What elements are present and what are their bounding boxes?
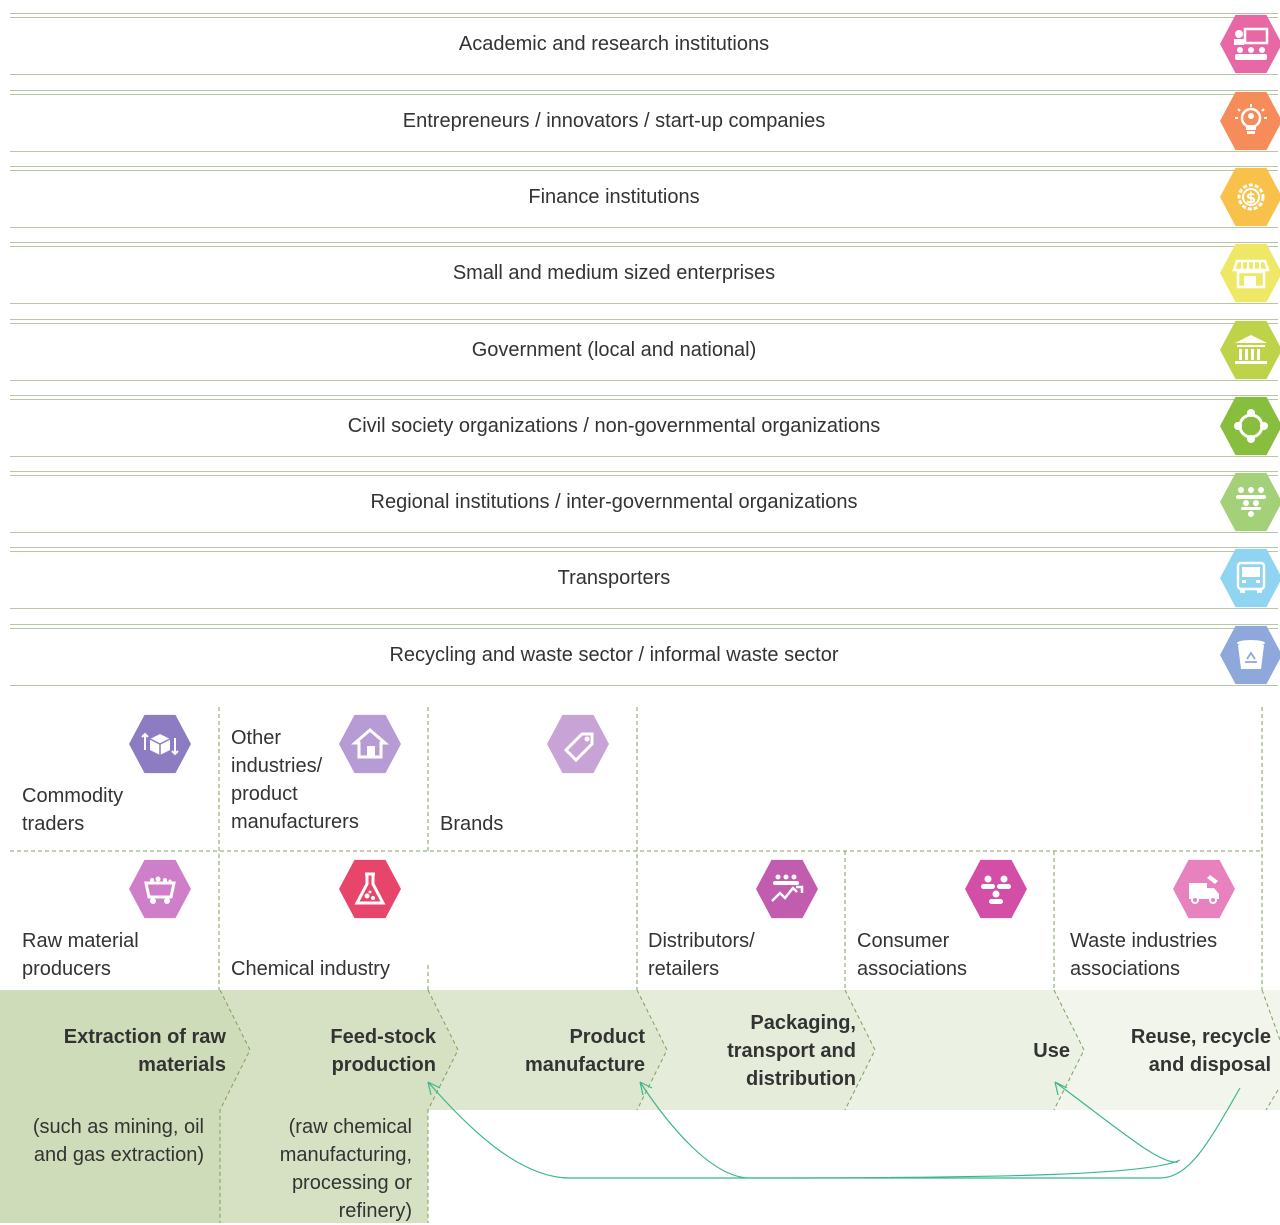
actor-chemical-industry: Chemical industry <box>231 958 390 980</box>
stakeholder-label: Transporters <box>557 566 671 589</box>
stakeholder-label: Small and medium sized enterprises <box>452 261 776 284</box>
stage-extraction-bg <box>0 990 250 1223</box>
stage-feedstock-sub: (raw chemical manufacturing, processing … <box>279 1116 412 1222</box>
stage-use-label: Use <box>1033 1040 1070 1062</box>
stage-use-bg <box>845 990 1084 1110</box>
stakeholder-label: Entrepreneurs / innovators / start-up co… <box>402 109 826 132</box>
return-arrow-to-manufacture <box>639 1081 1181 1179</box>
actor-raw-material-producers: Raw material producers <box>22 930 139 980</box>
classroom-icon <box>1220 14 1280 74</box>
garbage-truck-icon <box>1173 859 1235 919</box>
return-arrow-to-use <box>1054 1081 1179 1163</box>
actor-distributors-retailers: Distributors/ retailers <box>648 930 755 980</box>
stakeholder-band-sme: Small and medium sized enterprises <box>10 242 1280 304</box>
stage-manufacture-label: Product manufacture <box>524 1026 645 1076</box>
return-arrow-to-feedstock <box>427 1081 1241 1179</box>
stage-manufacture-bg <box>428 990 667 1110</box>
stage-extraction-label: Extraction of raw materials <box>63 1026 226 1076</box>
stakeholder-band-government: Government (local and national) <box>10 319 1280 381</box>
return-arrows <box>427 1081 1241 1179</box>
stakeholder-label: Recycling and waste sector / informal wa… <box>389 643 839 666</box>
stage-disposal-label: Reuse, recycle and disposal <box>1130 1026 1271 1076</box>
stakeholder-label: Regional institutions / inter-government… <box>370 490 858 513</box>
stakeholder-band-civil-society: Civil society organizations / non-govern… <box>10 395 1280 457</box>
actor-consumer-associations: Consumer associations <box>857 930 968 980</box>
stakeholder-label: Civil society organizations / non-govern… <box>347 414 881 437</box>
stakeholder-band-regional: Regional institutions / inter-government… <box>10 471 1280 533</box>
actor-commodity-traders: Commodity traders <box>22 785 124 835</box>
stage-feedstock-bg <box>220 990 458 1223</box>
stage-extraction-sub: (such as mining, oil and gas extraction) <box>32 1116 204 1166</box>
lightbulb-person-icon <box>1220 91 1280 151</box>
stage-disposal-bg <box>1054 990 1280 1110</box>
stage-feedstock-label: Feed-stock production <box>330 1026 436 1076</box>
svg-text:$: $ <box>1246 189 1256 207</box>
stakeholder-label: Finance institutions <box>528 185 700 208</box>
stakeholder-band-recycling: Recycling and waste sector / informal wa… <box>10 624 1280 686</box>
actor-waste-industries-associations: Waste industries associations <box>1070 930 1218 980</box>
actor-brands: Brands <box>440 813 504 835</box>
stage-packaging-bg <box>637 990 875 1110</box>
actor-other-industries: Other industries/ product manufacturers <box>231 727 359 833</box>
stage-packaging-label: Packaging, transport and distribution <box>727 1012 856 1090</box>
stakeholder-band-finance: Finance institutions $ <box>10 166 1280 228</box>
stakeholder-band-academic: Academic and research institutions <box>10 13 1280 75</box>
stakeholder-band-transporters: Transporters <box>10 547 1280 609</box>
stakeholder-label: Government (local and national) <box>471 338 757 361</box>
stakeholder-band-entrepreneurs: Entrepreneurs / innovators / start-up co… <box>10 90 1280 152</box>
stakeholder-label: Academic and research institutions <box>458 32 770 55</box>
